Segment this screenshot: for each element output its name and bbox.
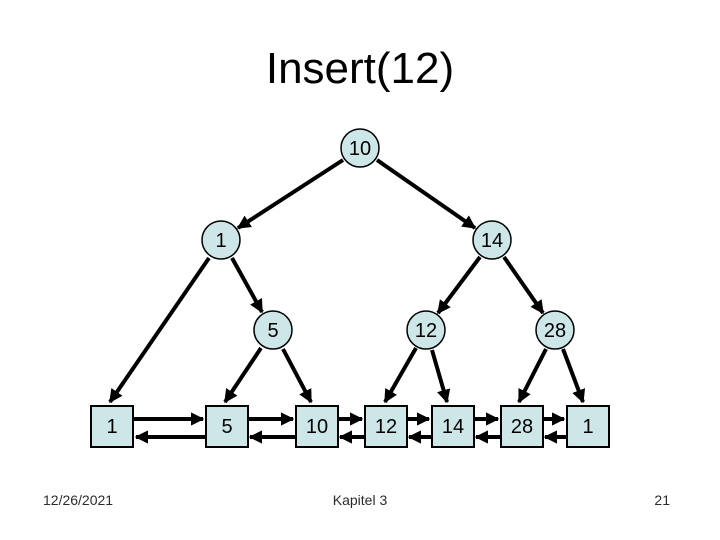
leaf-box-rect <box>364 405 408 448</box>
slide-title: Insert(12) <box>265 44 455 93</box>
footer-page-number: 21 <box>654 492 670 508</box>
edge-1-to-leaf1 <box>108 256 211 404</box>
tree-node-circle <box>535 310 575 350</box>
edge-10-to-14 <box>375 158 477 230</box>
edge-10-to-1 <box>236 158 345 230</box>
leaf-box-rect <box>431 405 475 448</box>
leaf-box-1: 1 <box>90 405 134 448</box>
edge-5-to-leaf5 <box>223 346 263 404</box>
leaf-box-5: 5 <box>205 405 249 448</box>
tree-node-circle <box>340 128 380 168</box>
leaf-box-rect <box>295 405 339 448</box>
leaf-box-label: 1 <box>582 416 593 438</box>
edge-14-to-28 <box>502 255 545 315</box>
tree-node-label: 10 <box>349 138 371 160</box>
edge-12-to-leaf12 <box>383 347 418 404</box>
edge-28-to-leaf28 <box>517 348 548 404</box>
tree-node-14: 14 <box>472 220 512 260</box>
tree-node-1: 1 <box>201 220 241 260</box>
edge-14-to-12 <box>436 255 482 315</box>
tree-node-label: 28 <box>544 320 566 342</box>
tree-node-label: 5 <box>267 320 278 342</box>
tree-node-circle <box>253 310 293 350</box>
tree-node-label: 12 <box>415 320 437 342</box>
edge-12-to-leaf14 <box>430 349 451 404</box>
leaf-box-12: 12 <box>364 405 408 448</box>
tree-node-12: 12 <box>406 310 446 350</box>
edge-28-to-leaf1 <box>561 348 586 404</box>
tree-node-5: 5 <box>253 310 293 350</box>
leaf-box-28: 28 <box>500 405 544 448</box>
leaf-list: 1 5 10 12 14 28 <box>90 405 610 448</box>
footer-section: Kapitel 3 <box>332 492 388 508</box>
tree-nodes: 10 1 14 5 12 28 <box>201 128 575 350</box>
leaf-box-rect <box>566 405 610 448</box>
tree-node-10: 10 <box>340 128 380 168</box>
leaf-box-label: 14 <box>442 416 464 438</box>
leaf-box-label: 28 <box>511 416 533 438</box>
footer-date: 12/26/2021 <box>43 492 114 508</box>
leaf-box-1-tail: 1 <box>566 405 610 448</box>
tree-node-28: 28 <box>535 310 575 350</box>
leaf-list-links <box>133 412 567 444</box>
leaf-box-rect <box>90 405 134 448</box>
tree-node-circle <box>406 310 446 350</box>
edge-5-to-leaf10 <box>281 348 313 404</box>
leaf-box-label: 12 <box>375 416 397 438</box>
tree-edges <box>108 158 586 404</box>
tree-node-label: 14 <box>481 230 503 252</box>
leaf-box-10: 10 <box>295 405 339 448</box>
edge-1-to-5 <box>230 257 264 314</box>
leaf-box-rect <box>205 405 249 448</box>
leaf-box-14: 14 <box>431 405 475 448</box>
leaf-box-label: 10 <box>306 416 328 438</box>
tree-node-circle <box>472 220 512 260</box>
leaf-box-rect <box>500 405 544 448</box>
tree-node-circle <box>201 220 241 260</box>
leaf-box-label: 1 <box>106 416 117 438</box>
leaf-box-label: 5 <box>221 416 232 438</box>
tree-node-label: 1 <box>215 230 226 252</box>
